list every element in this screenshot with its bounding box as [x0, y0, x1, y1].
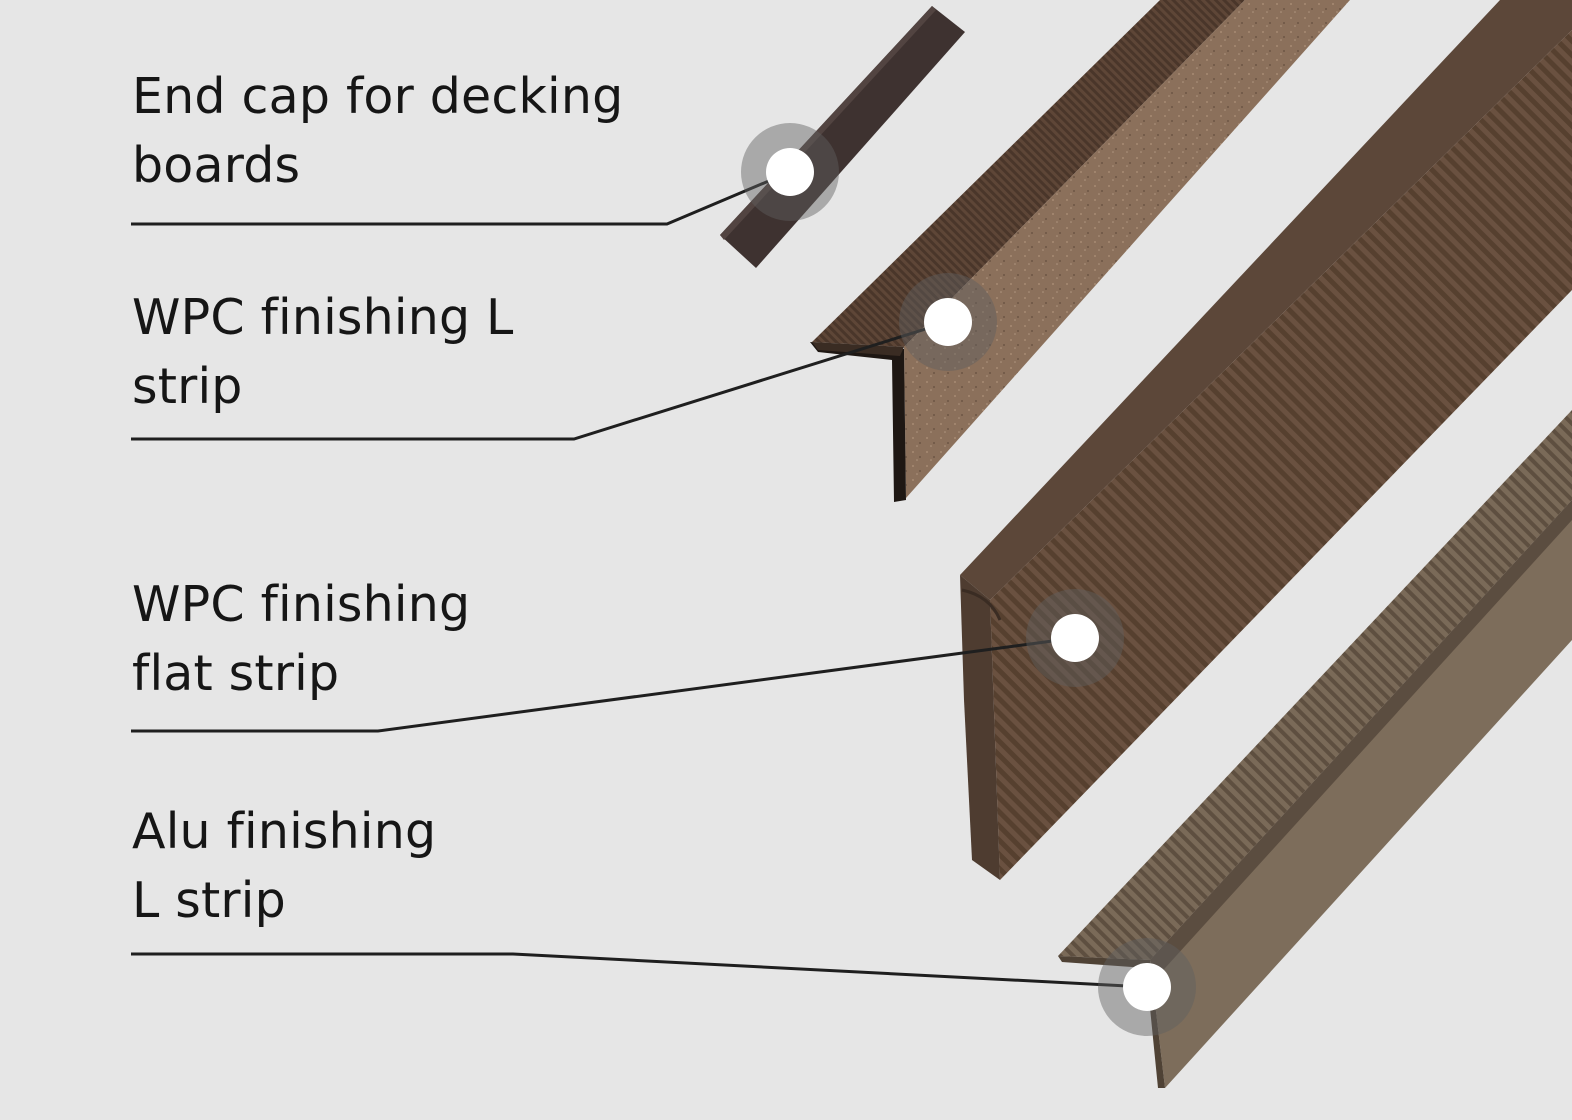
label-alu-l-strip-line2: L strip — [132, 872, 286, 929]
label-wpc-flat-strip: WPC finishing flat strip — [132, 570, 692, 708]
marker-alu-l-strip — [1098, 938, 1196, 1036]
label-alu-l-strip: Alu finishing L strip — [132, 797, 692, 935]
alu-l-strip-product — [1058, 410, 1572, 1088]
label-end-cap-line1: End cap for decking — [132, 68, 624, 125]
label-wpc-flat-strip-line2: flat strip — [132, 645, 340, 702]
leader-line-wpc-flat-strip — [131, 636, 1076, 733]
wpc-l-strip-product — [810, 0, 1350, 502]
label-wpc-l-strip-line1: WPC finishing L — [132, 289, 514, 346]
label-end-cap-line2: boards — [132, 137, 301, 194]
marker-end-cap — [741, 123, 839, 221]
leader-line-end-cap — [131, 170, 791, 226]
leader-line-wpc-l-strip — [131, 320, 949, 441]
wpc-flat-strip-product — [960, 0, 1572, 880]
leader-lines — [131, 170, 1148, 989]
marker-wpc-flat-strip — [1026, 589, 1124, 687]
label-end-cap: End cap for decking boards — [132, 62, 692, 200]
label-wpc-flat-strip-line1: WPC finishing — [132, 576, 471, 633]
label-alu-l-strip-line1: Alu finishing — [132, 803, 437, 860]
leader-line-alu-l-strip — [131, 952, 1148, 989]
label-wpc-l-strip: WPC finishing L strip — [132, 283, 692, 421]
marker-wpc-l-strip — [899, 273, 997, 371]
label-wpc-l-strip-line2: strip — [132, 358, 243, 415]
